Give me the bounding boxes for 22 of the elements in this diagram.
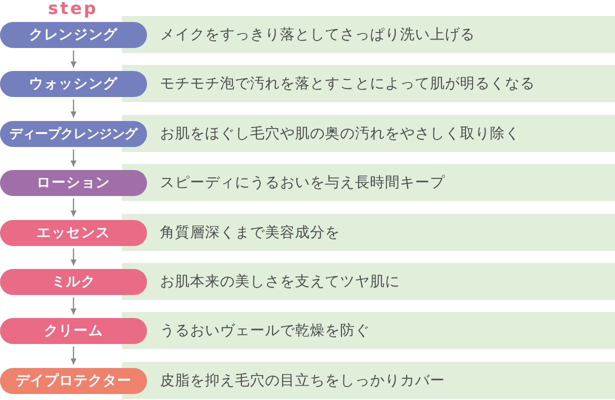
step-pill: エッセンス bbox=[0, 220, 147, 246]
description-band: スピーディにうるおいを与え長時間キープ bbox=[122, 164, 615, 201]
arrow bbox=[70, 150, 76, 166]
step-pill: ミルク bbox=[0, 268, 147, 294]
arrow bbox=[70, 100, 76, 118]
step-pill: ローション bbox=[0, 170, 147, 196]
step-pill: ディープクレンジング bbox=[0, 120, 147, 146]
description-band: うるおいヴェールで乾燥を防ぐ bbox=[122, 312, 615, 349]
step-pill: クレンジング bbox=[0, 22, 147, 48]
arrow bbox=[70, 50, 76, 68]
description-band: モチモチ泡で汚れを落とすことによって肌が明るくなる bbox=[122, 65, 615, 102]
arrow bbox=[70, 346, 76, 364]
step-pill: デイプロテクター bbox=[0, 368, 147, 394]
description-band: 角質層深くまで美容成分を bbox=[122, 214, 615, 251]
arrow bbox=[70, 248, 76, 266]
step-heading: step bbox=[48, 0, 98, 18]
arrow bbox=[70, 298, 76, 314]
description-band: メイクをすっきり落としてさっぱり洗い上げる bbox=[122, 16, 615, 53]
step-pill: ウォッシング bbox=[0, 70, 147, 96]
arrow bbox=[70, 198, 76, 216]
description-band: お肌本来の美しさを支えてツヤ肌に bbox=[122, 263, 615, 300]
step-pill: クリーム bbox=[0, 318, 147, 344]
